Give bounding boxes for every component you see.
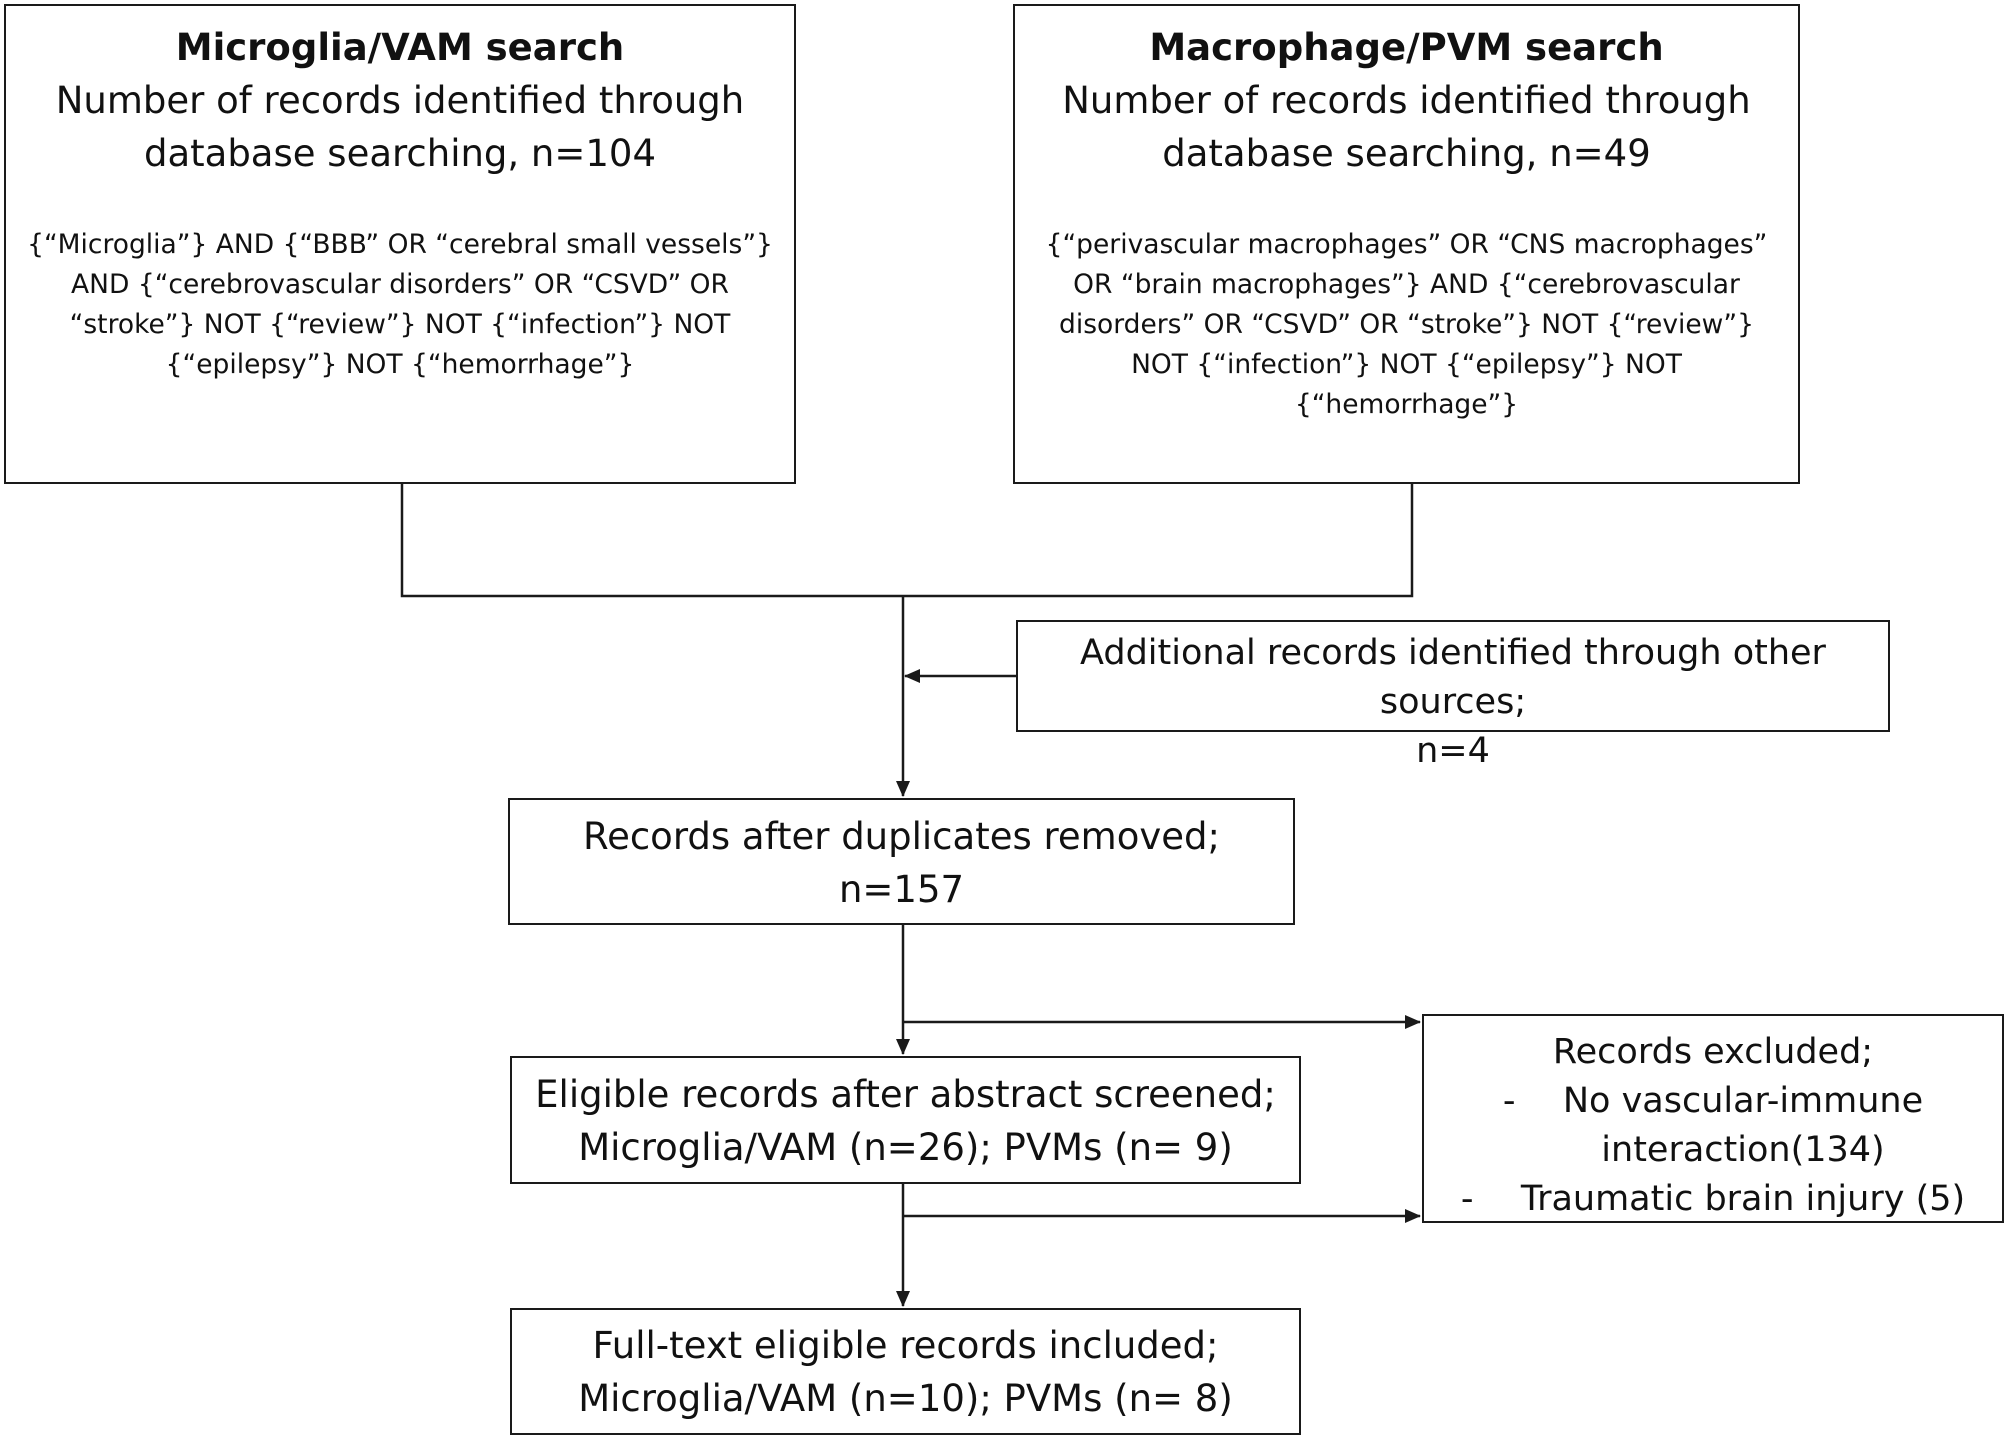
microglia-records-line2: database searching, n=104 xyxy=(143,132,657,175)
microglia-query-line: {“epilepsy”} NOT {“hemorrhage”} xyxy=(165,349,635,380)
microglia-records-line1: Number of records identified through xyxy=(55,79,745,122)
additional-records-box: Additional records identified through ot… xyxy=(1016,620,1890,771)
macrophage-query-line: {“hemorrhage”} xyxy=(1294,389,1519,420)
duplicates-removed-line2: n=157 xyxy=(838,868,965,911)
macrophage-records-line1: Number of records identified through xyxy=(1062,79,1751,122)
eligible-records-line2: Microglia/VAM (n=26); PVMs (n= 9) xyxy=(578,1126,1233,1169)
eligible-records-line1: Eligible records after abstract screened… xyxy=(535,1073,1276,1116)
list-dash: - xyxy=(1460,1179,1474,1219)
merge-connector xyxy=(400,484,1414,598)
macrophage-query-line: {“perivascular macrophages” OR “CNS macr… xyxy=(1045,229,1768,260)
duplicates-removed-box: Records after duplicates removed; n=157 xyxy=(508,798,1295,925)
microglia-search-box: Microglia/VAM search Number of records i… xyxy=(4,4,796,484)
duplicates-removed-line1: Records after duplicates removed; xyxy=(583,815,1220,858)
eligible-records-box: Eligible records after abstract screened… xyxy=(510,1056,1301,1184)
excluded-item-text: No vascular-immune xyxy=(1562,1081,1924,1121)
additional-records-line2: n=4 xyxy=(1416,731,1490,771)
fulltext-included-line1: Full-text eligible records included; xyxy=(592,1324,1219,1367)
records-excluded-box: Records excluded; - No vascular-immune i… xyxy=(1422,1014,2004,1223)
microglia-query-line: AND {“cerebrovascular disorders” OR “CSV… xyxy=(71,269,729,300)
excluded-item-text: Traumatic brain injury (5) xyxy=(1520,1179,1966,1219)
additional-records-line1: Additional records identified through ot… xyxy=(1080,633,1826,722)
fulltext-included-line2: Microglia/VAM (n=10); PVMs (n= 8) xyxy=(578,1377,1233,1420)
microglia-search-title: Microglia/VAM search xyxy=(175,26,625,69)
macrophage-search-title: Macrophage/PVM search xyxy=(1149,26,1664,69)
excluded-item-vascular: - No vascular-immune interaction(134) xyxy=(1424,1077,2002,1175)
fulltext-included-box: Full-text eligible records included; Mic… xyxy=(510,1308,1301,1435)
excluded-item-text: interaction(134) xyxy=(1601,1130,1885,1170)
list-dash: - xyxy=(1502,1081,1516,1121)
macrophage-query-line: OR “brain macrophages”} AND {“cerebrovas… xyxy=(1073,269,1740,300)
excluded-item-tbi: - Traumatic brain injury (5) xyxy=(1424,1175,2002,1224)
macrophage-query-line: disorders” OR “CSVD” OR “stroke”} NOT {“… xyxy=(1059,309,1754,340)
macrophage-records-line2: database searching, n=49 xyxy=(1162,132,1651,175)
microglia-query-line: {“Microglia”} AND {“BBB” OR “cerebral sm… xyxy=(27,229,773,260)
macrophage-search-box: Macrophage/PVM search Number of records … xyxy=(1013,4,1800,484)
macrophage-query-line: NOT {“infection”} NOT {“epilepsy”} NOT xyxy=(1131,349,1682,380)
records-excluded-title: Records excluded; xyxy=(1552,1032,1874,1072)
microglia-query-line: “stroke”} NOT {“review”} NOT {“infection… xyxy=(69,309,731,340)
